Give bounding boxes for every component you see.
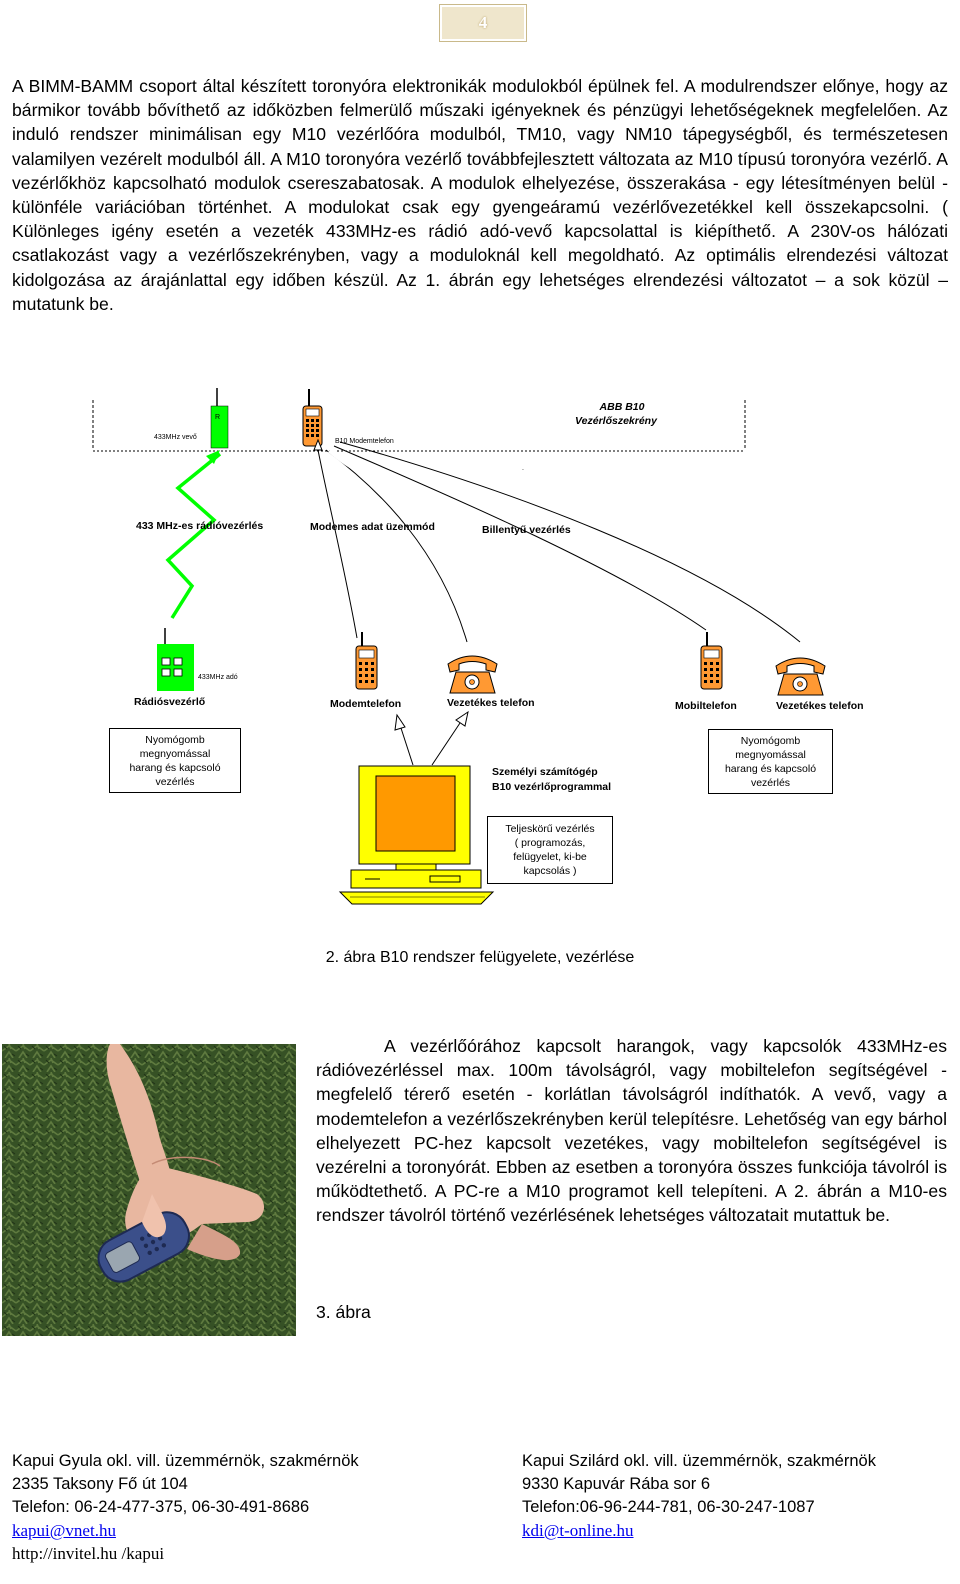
channel-modem-label: Modemes adat üzemmód [310, 521, 435, 533]
footer-left-phone: Telefon: 06-24-477-375, 06-30-491-8686 [12, 1498, 310, 1516]
button-box-left-text: Nyomógomb megnyomással harang és kapcsol… [129, 733, 221, 788]
mobile-phone-text: Mobiltelefon [675, 700, 737, 712]
wired-phone-1-label: Vezetékes telefon [447, 697, 535, 709]
wired-telephone-icon [447, 655, 498, 694]
radio-controller-icon [157, 628, 194, 691]
photo-paragraph: A vezérlőórához kapcsolt harangok, vagy … [316, 1036, 947, 1226]
footer-right-address: 9330 Kapuvár Rába sor 6 [522, 1475, 711, 1493]
footer-left-email-link[interactable]: kapui@vnet.hu [12, 1521, 116, 1540]
channel-keypad-label: Billentyű vezérlés [482, 524, 571, 536]
footer-right-email-link[interactable]: kdi@t-online.hu [522, 1521, 634, 1540]
button-box-right: Nyomógomb megnyomással harang és kapcsol… [708, 729, 833, 794]
receiver-icon: R [210, 388, 229, 449]
modem-phone-text: Modemtelefon [330, 698, 401, 710]
footer-right-name: Kapui Szilárd okl. vill. üzemmérnök, sza… [522, 1452, 876, 1470]
full-control-text: Teljeskörű vezérlés ( programozás, felüg… [505, 823, 595, 877]
radio-link-arrow [165, 450, 222, 619]
intro-paragraph: A BIMM-BAMM csoport által készített toro… [12, 76, 948, 314]
cabinet-mobile-phone-icon [302, 389, 323, 447]
modem-link-arrowheads [313, 438, 323, 451]
page-number-badge: 4 [439, 4, 527, 42]
radio-controller-label: Rádiósvezérlő [134, 696, 205, 708]
receiver-letter: R [215, 414, 220, 421]
hand-holding-mobile-phone-photo [2, 1044, 296, 1336]
wired-telephone-2-icon [775, 657, 826, 696]
channel-radio-label: 433 MHz-es rádióvezérlés [136, 520, 263, 532]
svg-text:.: . [522, 465, 524, 472]
button-box-right-text: Nyomógomb megnyomással harang és kapcsol… [724, 734, 817, 789]
control-cabinet: ABB B10 Vezérlőszekrény 433MHz vevő B10 … [92, 400, 746, 452]
modem-phone-icon [355, 632, 378, 690]
page-number: 4 [478, 13, 488, 32]
system-diagram: ABB B10 Vezérlőszekrény 433MHz vevő B10 … [92, 388, 864, 905]
pc-label-2: B10 vezérlőprogrammal [492, 781, 611, 793]
full-control-box: Teljeskörű vezérlés ( programozás, felüg… [487, 816, 613, 884]
wired-phone-2-label: Vezetékes telefon [776, 700, 864, 712]
personal-computer-icon [338, 765, 495, 905]
pc-label-1: Személyi számítógép [492, 766, 598, 778]
modem-phone-label: B10 Modemtelefon [335, 438, 394, 445]
footer-right-phone: Telefon:06-96-244-781, 06-30-247-1087 [522, 1498, 815, 1516]
figure-3-caption: 3. ábra [316, 1302, 371, 1322]
receiver-label: 433MHz vevő [154, 434, 197, 441]
cabinet-title-1: ABB B10 [599, 401, 645, 413]
figure-2-caption: 2. ábra B10 rendszer felügyelete, vezérl… [325, 949, 635, 966]
footer-left-name: Kapui Gyula okl. vill. üzemmérnök, szakm… [12, 1452, 359, 1470]
button-box-left: Nyomógomb megnyomással harang és kapcsol… [109, 728, 241, 793]
modem-link-arrows [317, 441, 801, 643]
cabinet-title-2: Vezérlőszekrény [575, 415, 658, 427]
mobile-phone-icon [700, 632, 723, 690]
footer-left: Kapui Gyula okl. vill. üzemmérnök, szakm… [12, 1450, 359, 1565]
footer-left-web: http://invitel.hu /kapui [12, 1544, 165, 1563]
footer-left-address: 2335 Taksony Fő út 104 [12, 1475, 188, 1493]
transmitter-label: 433MHz adó [198, 674, 238, 681]
pc-link-arrows [394, 710, 469, 766]
footer-right: Kapui Szilárd okl. vill. üzemmérnök, sza… [522, 1450, 876, 1542]
